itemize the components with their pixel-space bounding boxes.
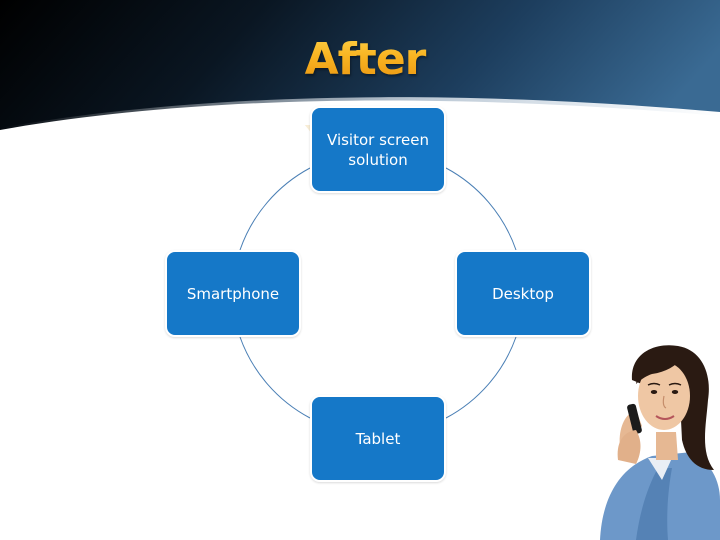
arc-bottom-left [239,336,311,419]
node-desktop: Desktop [455,250,591,337]
slide-title: After [0,30,720,90]
arc-top-right [445,167,517,251]
node-smartphone: Smartphone [165,250,301,337]
node-visitor-screen-solution: Visitor screen solution [310,106,446,193]
woman-on-phone-photo [600,345,720,540]
arc-left-top [239,167,311,251]
arc-right-bottom [445,336,517,419]
node-tablet: Tablet [310,395,446,482]
